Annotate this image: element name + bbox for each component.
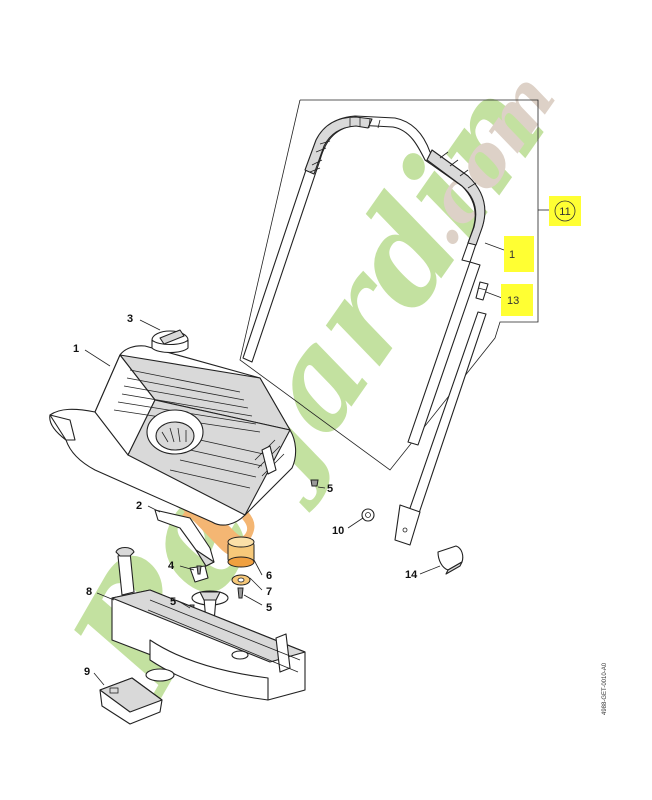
callout-3: 3 <box>127 313 133 325</box>
callout-2: 2 <box>136 500 142 512</box>
main-housing <box>49 345 297 526</box>
callout-11: 11 <box>559 206 570 218</box>
callout-5-left: 5 <box>170 596 176 608</box>
cap <box>151 329 189 354</box>
highlight-1-box <box>504 236 534 272</box>
drawing-reference: 4988-GET-0010-A0 <box>602 662 608 715</box>
leader-lines <box>84 242 505 686</box>
washer <box>231 574 251 586</box>
callout-4: 4 <box>168 560 175 572</box>
upper-handle-bar <box>242 115 486 363</box>
callout-9: 9 <box>84 666 90 678</box>
base-plate <box>99 677 163 725</box>
highlight-13-box <box>501 284 533 316</box>
washer-10 <box>361 508 375 522</box>
callout-labels: 1 2 3 4 5 5 5 6 7 8 9 10 14 <box>73 313 418 678</box>
callout-7: 7 <box>266 586 272 598</box>
callout-5-upper: 5 <box>327 483 333 495</box>
callout-14: 14 <box>405 569 418 581</box>
lower-handle-bar <box>394 261 487 546</box>
callout-1: 1 <box>73 343 79 355</box>
bushing <box>227 536 255 568</box>
callout-13: 13 <box>507 295 519 307</box>
callout-10: 10 <box>332 525 344 537</box>
callout-8: 8 <box>86 586 92 598</box>
callout-1-handle: 1 <box>509 249 515 261</box>
callout-6: 6 <box>266 570 272 582</box>
highlighted-callouts: 11 1 13 <box>501 196 581 316</box>
end-cap <box>437 545 464 575</box>
callout-5-right: 5 <box>266 602 272 614</box>
base-frame <box>111 546 306 701</box>
highlight-11-circle <box>554 200 576 222</box>
lever <box>154 509 215 567</box>
handle-clip <box>475 281 489 301</box>
